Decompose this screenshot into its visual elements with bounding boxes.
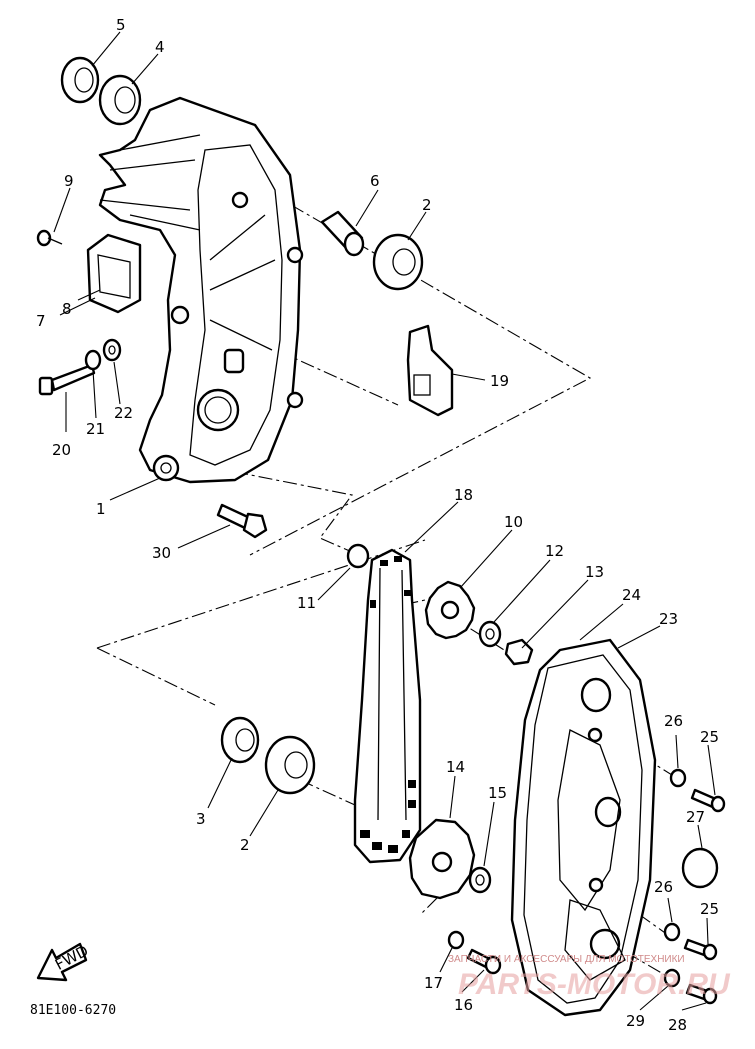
cap-27 bbox=[681, 847, 719, 889]
leader-lines bbox=[53, 31, 716, 1011]
label-27: 27 bbox=[686, 808, 705, 826]
bolt-25-upper bbox=[690, 788, 726, 813]
label-26-lower: 26 bbox=[654, 878, 673, 896]
bearing-2-upper bbox=[372, 233, 424, 291]
sprocket-10 bbox=[424, 580, 476, 640]
label-22: 22 bbox=[114, 404, 133, 422]
label-16: 16 bbox=[454, 996, 473, 1014]
part-labels: 5 4 9 6 2 7 8 19 20 21 22 1 18 10 30 12 … bbox=[36, 16, 719, 1034]
label-20: 20 bbox=[52, 441, 71, 459]
watermark-brand: PARTS-MOTOR.RU bbox=[458, 968, 731, 1001]
fwd-arrow-icon: FWD bbox=[36, 942, 91, 982]
label-6: 6 bbox=[370, 172, 380, 190]
label-9: 9 bbox=[64, 172, 74, 190]
bolt-28 bbox=[685, 983, 718, 1005]
bolt-16 bbox=[466, 948, 502, 975]
label-8: 8 bbox=[62, 300, 72, 318]
label-18: 18 bbox=[454, 486, 473, 504]
label-15: 15 bbox=[488, 784, 507, 802]
sprocket-14 bbox=[408, 818, 476, 900]
chain-guide-19 bbox=[406, 324, 454, 417]
label-12: 12 bbox=[545, 542, 564, 560]
diagram-code: 81E100-6270 bbox=[30, 1003, 116, 1018]
bolt-25-lower bbox=[683, 938, 718, 961]
chain-case-cover-23 bbox=[510, 638, 657, 1017]
washer-12 bbox=[478, 620, 502, 648]
nut-21 bbox=[84, 349, 102, 371]
label-3: 3 bbox=[196, 810, 206, 828]
bearing-4 bbox=[98, 74, 142, 126]
washer-29 bbox=[663, 968, 681, 988]
washer-26-upper bbox=[669, 768, 687, 788]
label-1: 1 bbox=[96, 500, 106, 518]
bolt-20 bbox=[38, 363, 96, 396]
label-4: 4 bbox=[155, 38, 165, 56]
label-2-upper: 2 bbox=[422, 196, 432, 214]
collar-6 bbox=[320, 210, 365, 257]
label-24: 24 bbox=[622, 586, 641, 604]
label-10: 10 bbox=[504, 513, 523, 531]
bearing-2-lower bbox=[264, 735, 316, 795]
label-14: 14 bbox=[446, 758, 465, 776]
label-19: 19 bbox=[490, 372, 509, 390]
pad-7-8 bbox=[86, 233, 142, 314]
label-26-upper: 26 bbox=[664, 712, 683, 730]
label-7: 7 bbox=[36, 312, 46, 330]
washer-26-lower bbox=[663, 922, 681, 942]
nut-13 bbox=[504, 638, 534, 666]
label-2-lower: 2 bbox=[240, 836, 250, 854]
chain-case-housing bbox=[98, 96, 304, 484]
label-5: 5 bbox=[116, 16, 126, 34]
label-21: 21 bbox=[86, 420, 105, 438]
label-11: 11 bbox=[297, 594, 316, 612]
collar-11 bbox=[346, 543, 370, 569]
label-13: 13 bbox=[585, 563, 604, 581]
bolt-30 bbox=[216, 503, 268, 539]
fwd-label: FWD bbox=[52, 942, 91, 974]
label-23: 23 bbox=[659, 610, 678, 628]
watermark: ЗАПЧАСТИ И АКСЕССУАРЫ ДЛЯ МОТОТЕХНИКИ PA… bbox=[448, 954, 731, 1001]
washer-22 bbox=[102, 338, 122, 362]
label-29: 29 bbox=[626, 1012, 645, 1030]
bearing-5 bbox=[60, 56, 100, 104]
drive-chain-18 bbox=[353, 548, 422, 864]
nut-17 bbox=[447, 930, 465, 950]
screw-9 bbox=[36, 229, 63, 247]
label-17: 17 bbox=[424, 974, 443, 992]
washer-15 bbox=[468, 866, 492, 894]
label-30: 30 bbox=[152, 544, 171, 562]
bearing-3 bbox=[220, 716, 260, 764]
label-25-lower: 25 bbox=[700, 900, 719, 918]
label-28: 28 bbox=[668, 1016, 687, 1034]
label-25-upper: 25 bbox=[700, 728, 719, 746]
watermark-tagline: ЗАПЧАСТИ И АКСЕССУАРЫ ДЛЯ МОТОТЕХНИКИ bbox=[448, 954, 685, 965]
